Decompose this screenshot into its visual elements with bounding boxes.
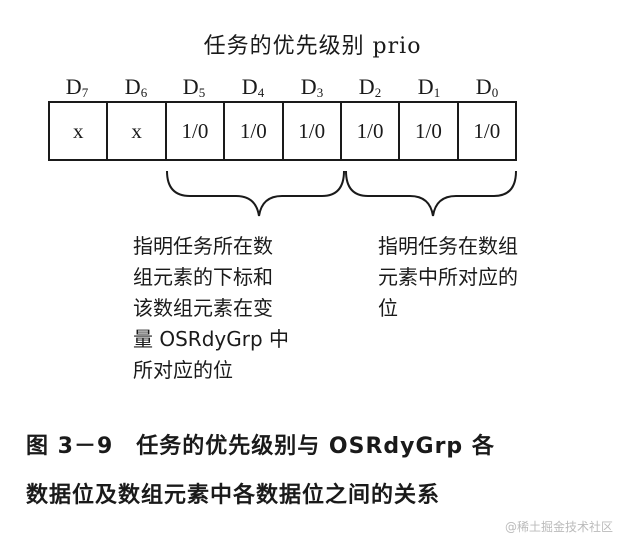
bit-label-d0: D0 [475,74,499,100]
figure-caption-line-2: 数据位及数组元素中各数据位之间的关系 [26,483,441,508]
bit-label-d3: D3 [300,74,324,100]
annotation-line: 指明任务在数组 [378,234,518,258]
bit-label-d7: D7 [65,74,89,100]
annotation-line: 量 OSRdyGrp 中 [133,327,289,351]
figure-caption-line-1: 图 3－9 任务的优先级别与 OSRdyGrp 各 [26,434,495,459]
annotation-line: 位 [378,296,398,320]
annotation-line: 指明任务所在数 [133,234,273,258]
annotation-high-bits: 指明任务所在数 组元素的下标和 该数组元素在变 量 OSRdyGrp 中 所对应… [133,231,289,386]
bit-cell-d3: 1/0 [284,103,342,159]
bit-label-d2: D2 [358,74,382,100]
watermark-text: @稀土掘金技术社区 [504,520,613,534]
annotation-line: 组元素的下标和 [133,265,273,289]
bit-label-d4: D4 [241,74,265,100]
bit-cell-d0: 1/0 [473,118,501,143]
bit-cell-d5: 1/0 [167,103,226,159]
bit-cell-d4: 1/0 [225,103,284,159]
annotation-line: 元素中所对应的 [378,265,518,289]
priority-register: x x 1/0 1/0 1/0 1/0 1/0 1/0 [48,101,517,161]
bit-label-d1: D1 [417,74,441,100]
bit-cell-d7: x [50,103,109,159]
annotation-low-bits: 指明任务在数组 元素中所对应的 位 [378,231,518,324]
bit-cell-d6: x [108,103,167,159]
bit-cell-d1: 1/0 [400,103,459,159]
annotation-line: 所对应的位 [133,358,233,382]
diagram-title: 任务的优先级别 prio [203,34,422,59]
annotation-line: 该数组元素在变 [133,296,273,320]
brace-left-group [166,170,345,217]
bit-cell-d2: 1/0 [342,103,401,159]
bit-label-d5: D5 [182,74,206,100]
bit-label-d6: D6 [124,74,148,100]
brace-right-group [345,170,517,217]
watermark: @稀土掘金技术社区 [505,518,613,535]
